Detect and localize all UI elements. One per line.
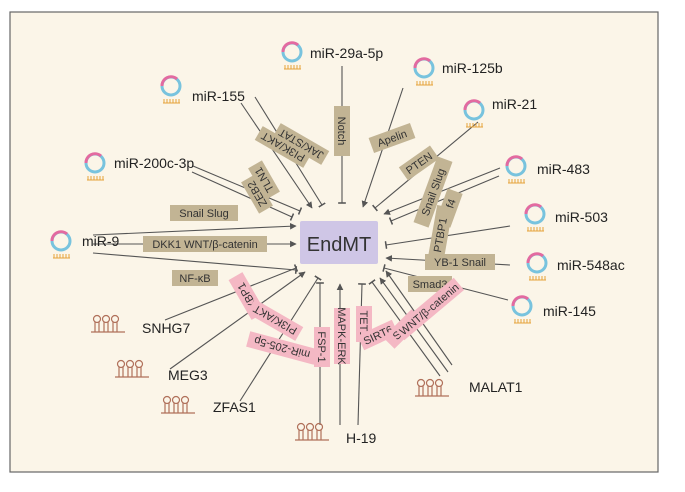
regulator-mir-548ac: miR-548ac: [526, 252, 625, 281]
pathway-box-fsp-1: FSP-1: [314, 327, 330, 367]
regulator-label: miR-200c-3p: [114, 155, 194, 171]
regulator-mir-155: miR-155: [160, 75, 245, 104]
regulator-mir-9: miR-9: [50, 230, 120, 259]
regulator-label: miR-125b: [442, 60, 503, 76]
pathway-box-notch: Notch: [334, 106, 350, 156]
connector-line: [240, 102, 313, 209]
pathway-label: PTBP1: [432, 217, 450, 253]
regulator-mir-125b: miR-125b: [413, 57, 503, 86]
regulator-label: MEG3: [168, 367, 208, 383]
pathway-box-snail-slug-9: Snail Slug: [170, 205, 238, 221]
regulator-mir-21: miR-21: [463, 96, 537, 128]
regulator-meg3: MEG3: [115, 359, 208, 383]
regulator-label: miR-503: [555, 209, 608, 225]
regulator-mir-200c-3p: miR-200c-3p: [84, 152, 194, 181]
pathway-label: TET1: [357, 311, 369, 338]
pathway-box-mapk-erk: MAPK-ERK: [334, 307, 350, 365]
regulator-label: ZFAS1: [213, 399, 256, 415]
mirna-icon: [524, 203, 546, 232]
regulator-mir-145: miR-145: [511, 295, 596, 324]
regulator-label: miR-9: [82, 233, 120, 249]
mirna-icon: [413, 57, 435, 86]
regulator-zfas1: ZFAS1: [161, 395, 256, 415]
regulator-mir-483: miR-483: [505, 155, 590, 184]
regulator-label: H-19: [346, 430, 377, 446]
mirna-icon: [281, 41, 303, 70]
pathway-box-smad3: Smad3: [408, 276, 452, 292]
mirna-icon: [505, 155, 527, 184]
mirna-icon: [526, 252, 548, 281]
regulator-mir-29a-5p: miR-29a-5p: [281, 41, 383, 70]
lncrna-icon: [415, 378, 449, 397]
regulator-snhg7: SNHG7: [91, 314, 190, 336]
mirna-icon: [50, 230, 72, 259]
pathway-label: MAPK-ERK: [335, 307, 347, 365]
mirna-icon: [463, 99, 485, 128]
lncrna-icon: [161, 395, 195, 414]
regulator-label: miR-21: [492, 96, 537, 112]
regulator-label: miR-155: [192, 88, 245, 104]
regulator-label: miR-483: [537, 161, 590, 177]
connector-line: [92, 222, 297, 236]
pathway-box-ptbp1: PTBP1: [427, 205, 453, 265]
connector-line: [164, 264, 299, 321]
connector-line: [383, 167, 501, 215]
regulator-label: SNHG7: [142, 320, 190, 336]
regulator-h-19: H-19: [295, 422, 377, 446]
pathway-label: Smad3: [413, 279, 448, 291]
regulator-label: miR-548ac: [557, 257, 625, 273]
endmt-label: EndMT: [307, 234, 371, 256]
connector-line: [92, 252, 298, 274]
pathway-label: Snail Slug: [179, 208, 229, 220]
regulator-malat1: MALAT1: [415, 378, 523, 397]
lncrna-icon: [91, 314, 125, 333]
pathway-box-yb1-snail: YB-1 Snail: [425, 254, 495, 270]
pathway-label: NF-κB: [179, 273, 210, 285]
lncrna-icon: [295, 422, 329, 441]
mirna-icon: [84, 152, 106, 181]
mirna-icon: [160, 75, 182, 104]
regulator-label: miR-145: [543, 303, 596, 319]
connector-line: [191, 171, 295, 221]
pathway-label: YB-1 Snail: [434, 257, 486, 269]
endmt-center: EndMT: [300, 221, 378, 264]
pathway-box-dkk1-wnt: DKK1 WNT/β-catenin: [143, 236, 267, 252]
regulator-label: MALAT1: [469, 379, 523, 395]
pathway-label: DKK1 WNT/β-catenin: [152, 239, 257, 251]
connector-line: [169, 271, 306, 370]
mirna-icon: [511, 295, 533, 324]
lncrna-icon: [115, 359, 149, 378]
regulator-label: miR-29a-5p: [310, 45, 383, 61]
pathway-box-nf-kb: NF-κB: [172, 270, 218, 286]
pathway-label: Notch: [335, 117, 347, 146]
pathway-label: FSP-1: [315, 331, 327, 362]
regulator-mir-503: miR-503: [524, 203, 608, 232]
